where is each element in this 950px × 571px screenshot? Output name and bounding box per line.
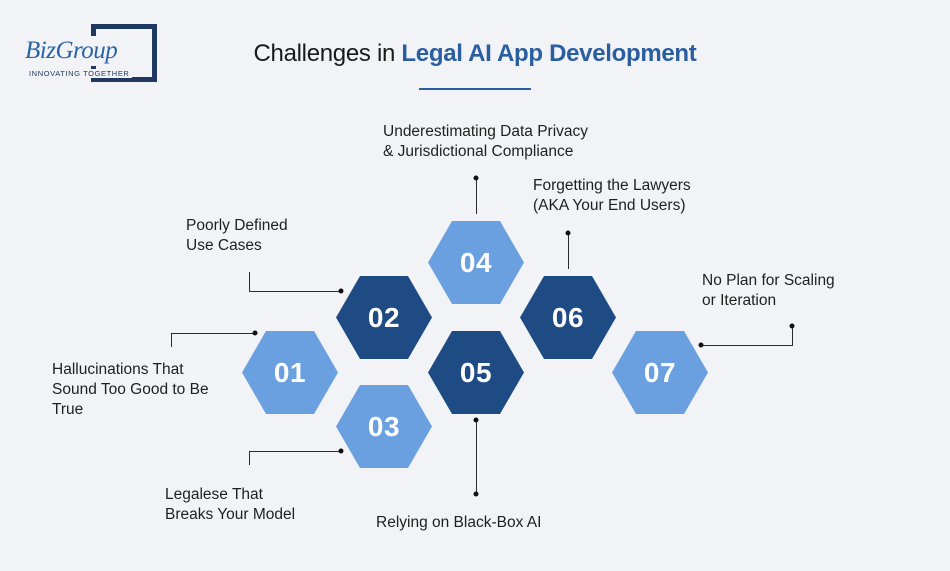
hexagon-01: 01 <box>242 331 338 414</box>
challenge-label-06: Forgetting the Lawyers (AKA Your End Use… <box>533 177 691 214</box>
hexagon-number: 05 <box>459 356 493 388</box>
title-underline <box>419 88 531 90</box>
hexagon-number: 06 <box>551 301 585 333</box>
hexagon-07: 07 <box>612 331 708 414</box>
logo-tagline: INNOVATING TOGETHER <box>29 69 133 78</box>
title-plain: Challenges in <box>253 40 402 67</box>
hexagon-03: 03 <box>336 385 432 468</box>
connector-07-rise <box>792 326 793 346</box>
challenge-label-04: Underestimating Data Privacy & Jurisdict… <box>383 123 589 160</box>
challenge-label-07: No Plan for Scaling or Iteration <box>702 272 835 309</box>
connector-dot-01 <box>252 330 258 336</box>
connector-dot-07-end <box>698 342 704 348</box>
connector-03 <box>249 451 341 452</box>
logo-wordmark: BizGroup <box>25 37 118 64</box>
hexagon-number: 03 <box>367 410 401 442</box>
challenge-label-02: Poorly Defined Use Cases <box>186 217 288 254</box>
connector-04 <box>476 178 477 214</box>
challenge-label-01: Hallucinations That Sound Too Good to Be… <box>52 361 209 418</box>
connector-dot-02 <box>338 288 344 294</box>
connector-dot-04 <box>473 175 479 181</box>
connector-02 <box>249 291 341 292</box>
hexagon-number: 02 <box>367 301 401 333</box>
bizgroup-logo: BizGroup INNOVATING TOGETHER <box>25 24 157 84</box>
hexagon-02: 02 <box>336 276 432 359</box>
connector-dot-03 <box>338 448 344 454</box>
hexagon-04: 04 <box>428 221 524 304</box>
hexagon-06: 06 <box>520 276 616 359</box>
challenge-label-03: Legalese That Breaks Your Model <box>165 486 296 523</box>
connector-dot-05-top <box>473 417 479 423</box>
connector-07 <box>701 345 793 346</box>
challenge-label-05: Relying on Black-Box AI <box>376 514 542 531</box>
connector-dot-07 <box>789 323 795 329</box>
connector-02-drop <box>249 272 250 292</box>
connector-01-drop <box>171 333 172 347</box>
page-title: Challenges in Legal AI App Development <box>0 40 950 68</box>
connector-dot-06 <box>565 230 571 236</box>
hexagon-number: 07 <box>643 356 677 388</box>
connector-dot-05-bottom <box>473 491 479 497</box>
hexagon-number: 04 <box>459 246 493 278</box>
connector-05 <box>476 420 477 494</box>
connector-03-drop <box>249 451 250 465</box>
connector-06 <box>568 233 569 269</box>
hexagon-number: 01 <box>273 356 307 388</box>
hexagon-05: 05 <box>428 331 524 414</box>
connector-01 <box>171 333 255 334</box>
title-accent: Legal AI App Development <box>401 40 697 67</box>
